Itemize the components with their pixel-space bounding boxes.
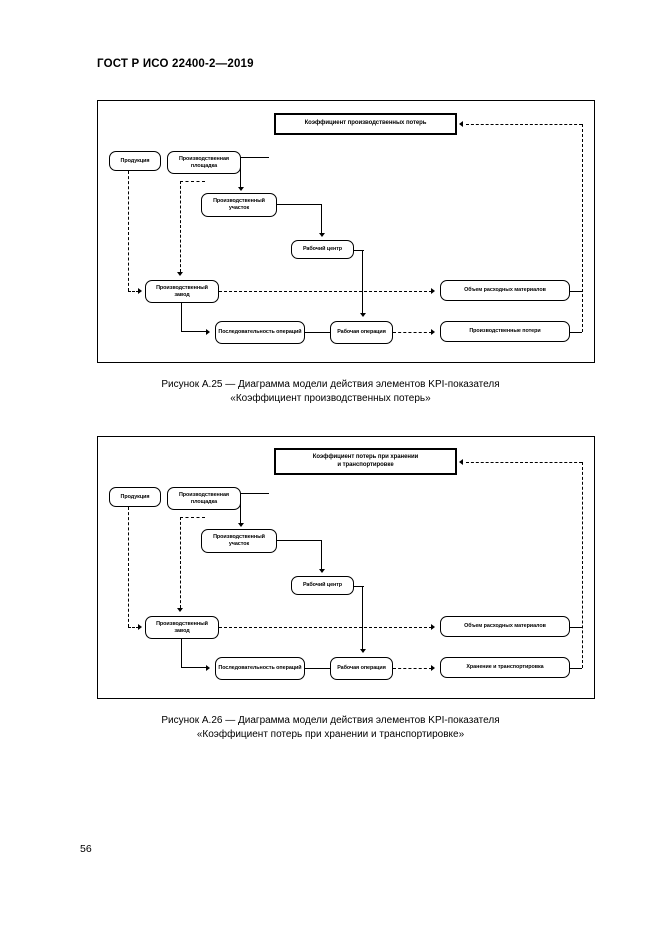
node-production-site[interactable]: Производственная площадка — [167, 151, 241, 174]
connector-site-area-v — [240, 493, 242, 524]
connector-plant-sequence-v — [181, 303, 183, 332]
connector-site-plant-h — [180, 181, 205, 182]
connector-site-area-h — [241, 493, 269, 495]
arrow-plant-consumables — [431, 624, 435, 630]
connector-operation-metric-h — [393, 668, 432, 669]
kpi-title-box[interactable]: Коэффициент потерь при хранении и трансп… — [274, 448, 457, 475]
node-work-operation[interactable]: Рабочая операция — [330, 657, 393, 680]
arrow-plant-sequence — [206, 329, 210, 335]
arrow-center-operation — [359, 649, 366, 653]
connector-site-plant-h — [180, 517, 205, 518]
arrow-area-center — [318, 569, 325, 573]
node-product[interactable]: Продукция — [109, 151, 161, 171]
arrow-kpi-loop — [459, 459, 463, 465]
connector-area-center-v — [321, 540, 323, 570]
node-work-center[interactable]: Рабочий центр — [291, 576, 354, 595]
node-production-plant[interactable]: Производственный завод — [145, 280, 219, 303]
connector-consumables-loop-h — [570, 291, 582, 293]
arrow-product-plant — [138, 624, 142, 630]
arrow-plant-sequence — [206, 665, 210, 671]
figure-a25-caption: Рисунок А.25 — Диаграмма модели действия… — [0, 378, 661, 405]
arrow-site-area — [237, 187, 244, 191]
figure-a25-caption-line1: Рисунок А.25 — Диаграмма модели действия… — [161, 379, 500, 390]
kpi-title-line2: и транспортировке — [337, 461, 394, 468]
node-metric[interactable]: Хранение и транспортировка — [440, 657, 570, 678]
arrow-kpi-loop — [459, 121, 463, 127]
document-header: ГОСТ Р ИСО 22400-2—2019 — [97, 58, 254, 70]
node-work-center[interactable]: Рабочий центр — [291, 240, 354, 259]
node-operation-sequence[interactable]: Последовательность операций — [215, 657, 305, 680]
connector-kpi-loop-v — [582, 462, 583, 668]
connector-center-operation-v — [362, 586, 364, 650]
node-production-site[interactable]: Производственная площадка — [167, 487, 241, 510]
arrow-site-plant — [177, 608, 183, 612]
arrow-plant-consumables — [431, 288, 435, 294]
arrow-area-center — [318, 233, 325, 237]
connector-product-plant-v — [128, 171, 129, 291]
connector-area-center-h — [277, 204, 322, 206]
node-operation-sequence[interactable]: Последовательность операций — [215, 321, 305, 344]
arrow-product-plant — [138, 288, 142, 294]
node-work-operation[interactable]: Рабочая операция — [330, 321, 393, 344]
connector-plant-sequence-h — [181, 667, 207, 669]
kpi-title-box[interactable]: Коэффициент производственных потерь — [274, 113, 457, 135]
connector-consumables-loop-h — [570, 627, 582, 629]
node-production-area[interactable]: Производственный участок — [201, 193, 277, 217]
node-product[interactable]: Продукция — [109, 487, 161, 507]
node-consumables-volume[interactable]: Объем расходных материалов — [440, 616, 570, 637]
connector-plant-sequence-h — [181, 331, 207, 333]
connector-operation-metric-h — [393, 332, 432, 333]
figure-a26-caption: Рисунок А.26 — Диаграмма модели действия… — [0, 714, 661, 741]
connector-kpi-loop-h — [466, 462, 582, 463]
arrow-site-area — [237, 523, 244, 527]
figure-a26-caption-line1: Рисунок А.26 — Диаграмма модели действия… — [161, 715, 500, 726]
arrow-operation-metric — [431, 329, 435, 335]
connector-plant-consumables-h — [219, 291, 432, 292]
connector-site-area-v — [240, 157, 242, 188]
connector-metric-loop-h — [570, 332, 582, 334]
connector-plant-sequence-v — [181, 639, 183, 668]
connector-site-plant-v — [180, 181, 181, 272]
node-production-plant[interactable]: Производственный завод — [145, 616, 219, 639]
connector-center-operation-v — [362, 250, 364, 314]
connector-site-plant-v — [180, 517, 181, 608]
connector-product-plant-h — [128, 291, 139, 292]
figure-a26: Коэффициент потерь при хранении и трансп… — [97, 436, 595, 699]
connector-product-plant-v — [128, 507, 129, 627]
node-consumables-volume[interactable]: Объем расходных материалов — [440, 280, 570, 301]
connector-product-plant-h — [128, 627, 139, 628]
node-metric[interactable]: Производственные потери — [440, 321, 570, 342]
connector-center-operation-h — [354, 586, 364, 588]
connector-kpi-loop-v — [582, 124, 583, 332]
connector-sequence-operation-h — [305, 332, 330, 334]
connector-site-area-h — [241, 157, 269, 159]
figure-a25-caption-line2: «Коэффициент производственных потерь» — [230, 392, 431, 404]
connector-kpi-loop-h — [466, 124, 582, 125]
arrow-site-plant — [177, 272, 183, 276]
connector-metric-loop-h — [570, 668, 582, 670]
node-production-area[interactable]: Производственный участок — [201, 529, 277, 553]
page-number: 56 — [80, 843, 92, 855]
figure-a26-caption-line2: «Коэффициент потерь при хранении и транс… — [196, 728, 465, 740]
connector-area-center-v — [321, 204, 323, 234]
figure-a25: Коэффициент производственных потерь Прод… — [97, 100, 595, 363]
connector-center-operation-h — [354, 250, 364, 252]
connector-sequence-operation-h — [305, 668, 330, 670]
arrow-center-operation — [359, 313, 366, 317]
connector-plant-consumables-h — [219, 627, 432, 628]
kpi-title-line1: Коэффициент потерь при хранении — [312, 454, 419, 461]
connector-area-center-h — [277, 540, 322, 542]
arrow-operation-metric — [431, 665, 435, 671]
